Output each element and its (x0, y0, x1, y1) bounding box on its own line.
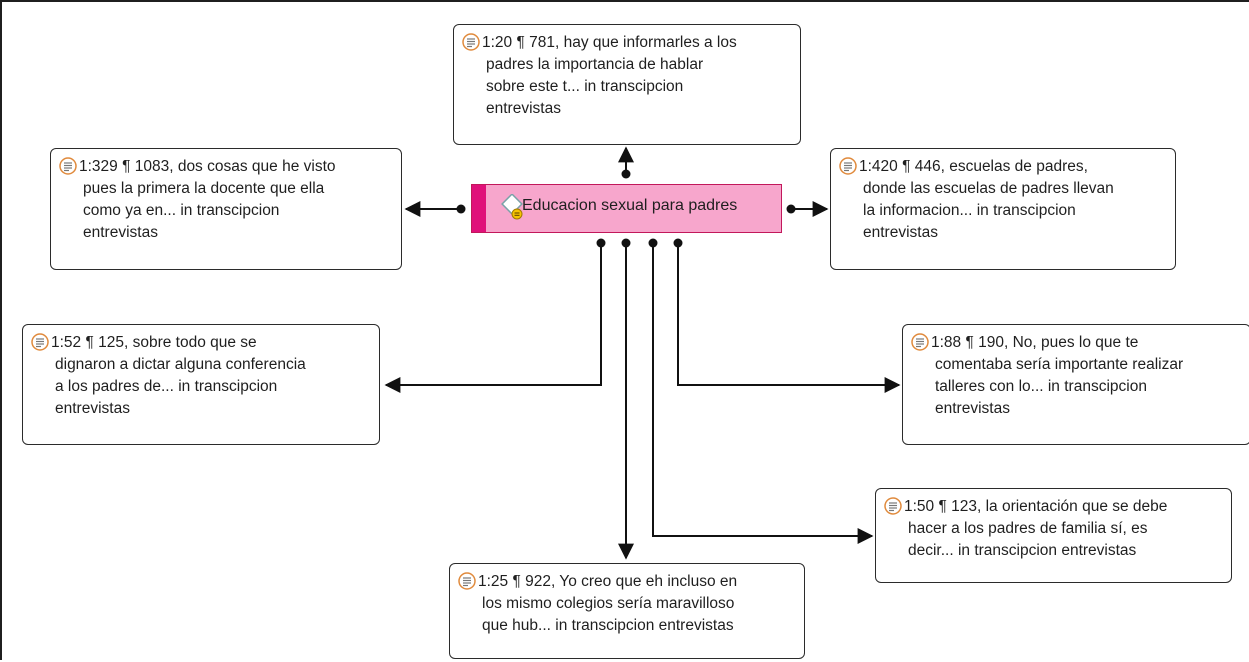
code-diamond-icon (501, 194, 523, 220)
quotation-line: que hub... in transcipcion entrevistas (482, 617, 734, 634)
link-anchor (673, 238, 683, 248)
quotation-node[interactable]: 1:20 ¶ 781, hay que informarles a los pa… (453, 24, 801, 145)
document-quote-icon (59, 157, 77, 175)
quotation-line: 1:52 ¶ 125, sobre todo que se (31, 332, 367, 354)
quotation-line: comentaba sería importante realizar (935, 356, 1184, 373)
code-node[interactable]: Educacion sexual para padres (471, 184, 782, 233)
quotation-node[interactable]: 1:420 ¶ 446, escuelas de padres, donde l… (830, 148, 1176, 270)
quotation-node[interactable]: 1:50 ¶ 123, la orientación que se debe h… (875, 488, 1232, 583)
link-anchor (648, 238, 658, 248)
link-line[interactable] (652, 243, 874, 544)
quotation-node[interactable]: 1:329 ¶ 1083, dos cosas que he visto pue… (50, 148, 402, 270)
quotation-line: entrevistas (55, 400, 130, 417)
quotation-line: la informacion... in transcipcion (863, 202, 1076, 219)
quotation-line: pues la primera la docente que ella (83, 180, 325, 197)
quotation-line: 1:50 ¶ 123, la orientación que se debe (884, 496, 1219, 518)
link-line[interactable] (384, 243, 602, 393)
quotation-line: donde las escuelas de padres llevan (863, 180, 1114, 197)
document-quote-icon (884, 497, 902, 515)
quotation-line: 1:20 ¶ 781, hay que informarles a los (462, 32, 788, 54)
quotation-line: hacer a los padres de familia sí, es (908, 520, 1148, 537)
quotation-line: como ya en... in transcipcion (83, 202, 280, 219)
quotation-line: los mismo colegios sería maravilloso (482, 595, 735, 612)
document-quote-icon (31, 333, 49, 351)
quotation-line: 1:25 ¶ 922, Yo creo que eh incluso en (458, 571, 792, 593)
document-quote-icon (462, 33, 480, 51)
document-quote-icon (458, 572, 476, 590)
quotation-line: entrevistas (863, 224, 938, 241)
quotation-line: sobre este t... in transcipcion (486, 78, 684, 95)
quotation-line: 1:329 ¶ 1083, dos cosas que he visto (59, 156, 389, 178)
quotation-line: entrevistas (83, 224, 158, 241)
link-anchor (596, 238, 606, 248)
link-anchor (456, 204, 466, 214)
link-anchor (621, 169, 631, 179)
quotation-line: entrevistas (935, 400, 1010, 417)
quotation-line: entrevistas (486, 100, 561, 117)
quotation-line: padres la importancia de hablar (486, 56, 704, 73)
quotation-line: 1:420 ¶ 446, escuelas de padres, (839, 156, 1163, 178)
quotation-line: talleres con lo... in transcipcion (935, 378, 1147, 395)
quotation-node[interactable]: 1:88 ¶ 190, No, pues lo que te comentaba… (902, 324, 1249, 445)
quotation-line: 1:88 ¶ 190, No, pues lo que te (911, 332, 1238, 354)
link-anchor (621, 238, 631, 248)
quotation-node[interactable]: 1:52 ¶ 125, sobre todo que se dignaron a… (22, 324, 380, 445)
link-line[interactable] (677, 243, 901, 393)
code-label: Educacion sexual para padres (522, 197, 738, 214)
quotation-line: decir... in transcipcion entrevistas (908, 542, 1137, 559)
quotation-line: a los padres de... in transcipcion (55, 378, 278, 395)
link-anchor (786, 204, 796, 214)
code-color-stripe (472, 185, 486, 232)
document-quote-icon (839, 157, 857, 175)
document-quote-icon (911, 333, 929, 351)
quotation-line: dignaron a dictar alguna conferencia (55, 356, 306, 373)
quotation-node[interactable]: 1:25 ¶ 922, Yo creo que eh incluso en lo… (449, 563, 805, 659)
